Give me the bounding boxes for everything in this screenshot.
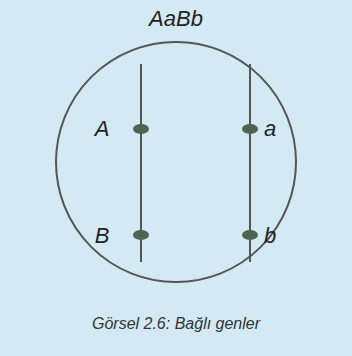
allele-label: A [95,117,110,141]
gene-locus [133,230,149,240]
genotype-title: AaBb [149,7,203,31]
gene-locus [242,124,258,134]
gene-locus [133,124,149,134]
allele-label: a [264,117,276,141]
allele-label: b [264,224,276,248]
gene-locus [242,230,258,240]
allele-label: B [95,224,110,248]
figure-caption: Görsel 2.6: Bağlı genler [92,315,260,333]
cell-outline [56,42,296,282]
